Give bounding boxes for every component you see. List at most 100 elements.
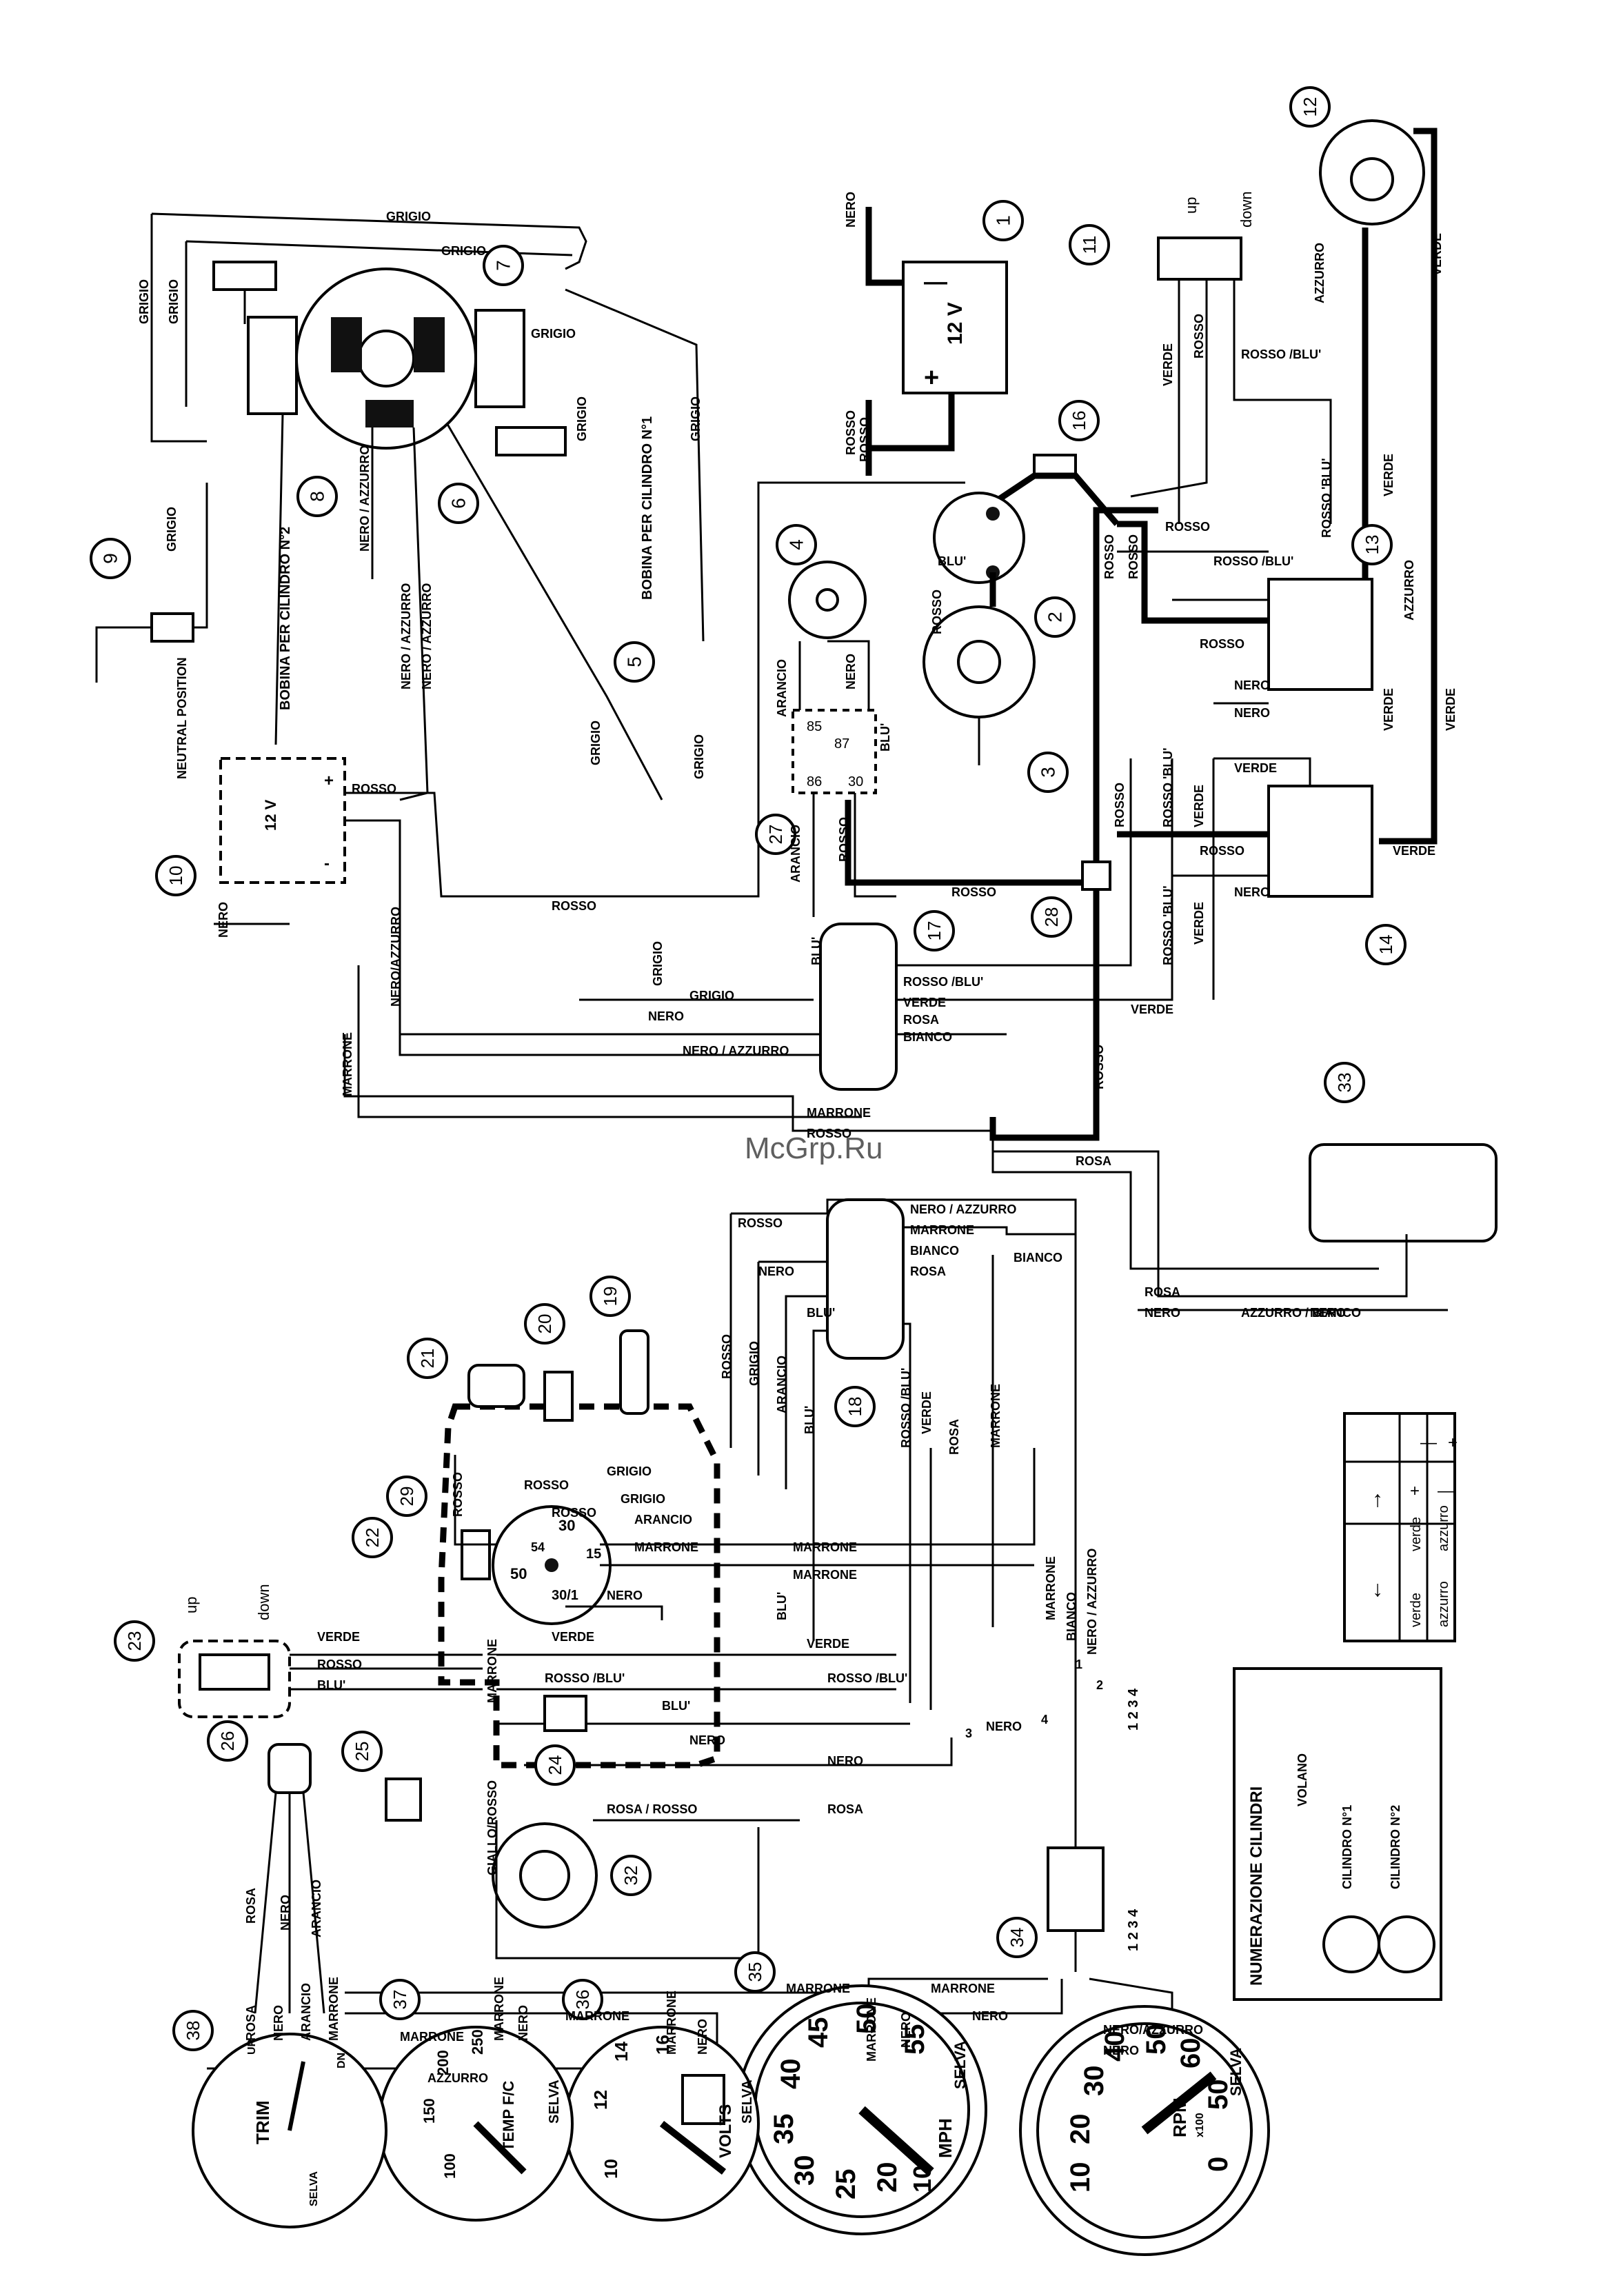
wire-label-rosso-16: ROSSO [738,1216,783,1230]
pin-3: 3 [965,1726,972,1740]
wire-label-rosso-blu-9: ROSSO /BLU' [827,1671,907,1685]
wire-labels: GRIGIO GRIGIO GRIGIO GRIGIO GRIGIO GRIGI… [137,192,1458,2085]
wire-label-bianco-3: BIANCO [1014,1251,1062,1265]
wire-label-rosa-4: ROSA [910,1265,946,1278]
svg-text:4: 4 [786,539,807,550]
wire-label-nero-18: NERO [696,2019,709,2055]
wire-label-nero-2: NERO [648,1009,684,1023]
wire-label-rosso-blu-4: ROSSO 'BLU' [1320,458,1333,538]
temp-sender [385,1778,422,1822]
volts-tick-14: 14 [611,2042,632,2062]
trim-gauge-sender [268,1743,312,1794]
tilt-motor [1319,119,1425,225]
wire-label-azzurro-2: AZZURRO [1402,560,1416,621]
wire-label-nero-azzurro-5: NERO / AZZURRO [683,1044,789,1058]
wire-label-verde-7: VERDE [1234,761,1277,775]
horn [788,561,867,639]
tach-tick-20: 20 [1065,2114,1096,2145]
svg-text:37: 37 [390,1990,410,2010]
label-37: 37 [379,1979,421,2020]
speedo-tick-30: 30 [789,2155,820,2186]
legend-azzurro-2: azzurro [1436,1581,1451,1627]
label-17: 17 [914,910,955,951]
wire-label-rosso-12: ROSSO [1200,637,1244,651]
svg-text:16: 16 [1069,411,1089,431]
wire-label-verde-8: VERDE [1393,844,1435,858]
label-26: 26 [207,1720,248,1762]
legend-table: ↑ ↓ verde azzurro — + verde azzurro + — [1343,1412,1458,1642]
speedo-tick-40: 40 [776,2059,806,2090]
speedo-tick-25: 25 [831,2169,861,2200]
wire-label-rosso-7: ROSSO [858,417,871,462]
trim-label: TRIM [252,2100,273,2144]
choke-button [467,1364,525,1408]
trim-gauge: TRIM UP DN SELVA [192,2033,387,2228]
legend-a-2: — [1438,1482,1454,1500]
temp-gauge: 100 150 200 250 TEMP F/C SELVA [378,2026,574,2222]
tach-tick-10: 10 [1065,2162,1096,2193]
fuse-28 [1081,860,1111,891]
wire-label-blu-3: BLU' [938,554,966,568]
wire-label-nero-azzurro-1: NERO / AZZURRO [358,445,372,552]
label-5: 5 [614,641,655,683]
wire-label-grigio-5: GRIGIO [165,507,179,552]
battery: 12 V + — [902,261,1008,394]
starter-solenoid [933,492,1025,584]
wire-label-grigio-mid: GRIGIO [441,244,486,258]
legend-arrow-down: ↓ [1372,1576,1383,1601]
speedometer: 10 20 25 30 35 40 45 50 55 MPH SELVA [736,1984,987,2235]
starter-relay: 85 86 87 30 [792,709,877,794]
trim-dn: DN [336,2053,347,2068]
wire-label-marrone-9: MARRONE [1044,1556,1058,1620]
svg-text:20: 20 [534,1314,555,1334]
wire-label-marrone-7: MARRONE [793,1568,857,1582]
speedo-tick-10: 10 [908,2165,936,2193]
volts-tick-16: 16 [652,2035,673,2055]
wire-label-blu-8: BLU' [317,1678,345,1692]
wire-label-marrone-10: MARRONE [786,1982,850,1995]
pin-2: 2 [1096,1678,1103,1692]
wire-label-rosso-blu-8: ROSSO /BLU' [545,1671,625,1685]
trim-relay-13 [1267,578,1373,691]
wire-label-rosso-blu-5: ROSSO 'BLU' [1161,747,1175,827]
label-3: 3 [1027,752,1069,793]
trim-relay-14 [1267,785,1373,898]
wire-label-azzurro-bianco: AZZURRO / BIANCO [1241,1306,1361,1320]
wire-label-rosso-bat: ROSSO [844,410,858,455]
wire-label-verde-15: VERDE [317,1630,360,1644]
lanyard-switch [543,1371,574,1422]
wire-label-rosso-11: ROSSO [1165,520,1210,534]
wire-label-marrone-12: MARRONE [865,1997,878,2062]
wire-label-grigio-12: GRIGIO [621,1492,665,1506]
svg-text:27: 27 [765,825,786,845]
wire-label-nero-7: NERO [1145,1306,1180,1320]
neutral-position-label: NEUTRAL POSITION [175,657,189,779]
svg-text:7: 7 [493,260,514,271]
spark-plug-2 [212,261,277,324]
svg-text:3: 3 [1038,767,1059,778]
watermark: McGrp.Ru [745,1131,883,1165]
wire-label-verde-4: VERDE [1382,454,1395,496]
tach-tick-0: 0 [1203,2157,1233,2172]
battery-plus: + [924,363,939,392]
wire-label-verde-11: VERDE [1131,1003,1173,1016]
coil-label-cyl1: BOBINA PER CILINDRO N°1 [640,416,655,600]
label-24: 24 [534,1744,576,1786]
relay-t87: 87 [834,736,849,752]
legend-v-1: — [1420,1433,1437,1452]
wire-label-rosso-8: ROSSO [1102,534,1116,579]
label-10: 10 [155,855,196,896]
wire-label-marrone-14: MARRONE [565,2009,629,2023]
battery-voltage: 12 V [944,302,967,345]
wire-label-nero-15: NERO [1103,2044,1139,2057]
label-8: 8 [296,476,338,517]
plug-numbers-1: 1 2 3 4 [1126,1688,1141,1731]
svg-text:32: 32 [621,1866,641,1886]
tach-tick-30: 30 [1079,2066,1109,2097]
key-p15: 15 [586,1547,601,1562]
wire-label-blu-7: BLU' [662,1699,690,1713]
wire-label-rosso-20: ROSSO [451,1472,465,1517]
wire-label-nero-5: NERO [1234,706,1270,720]
wire-label-rosso-blu-2: ROSSO /BLU' [1241,348,1321,361]
label-19: 19 [589,1276,631,1317]
